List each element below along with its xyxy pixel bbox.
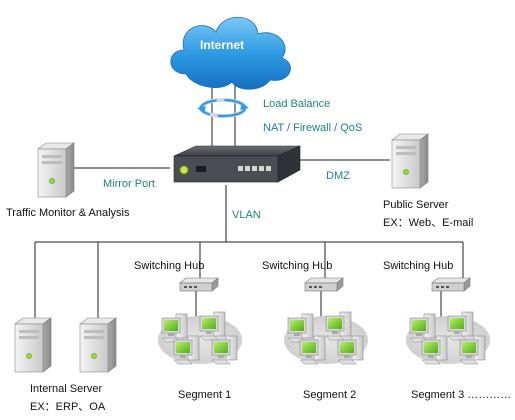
switching-hub-icon-2: [304, 277, 344, 292]
internal-server-title: Internal Server: [30, 383, 103, 395]
dmz-label: DMZ: [326, 170, 350, 182]
internet-cloud-icon: [170, 16, 291, 90]
connection-lines: [34, 82, 464, 320]
traffic-monitor-label: Traffic Monitor & Analysis: [6, 207, 130, 219]
switching-hub-label-3: Switching Hub: [383, 260, 454, 272]
load-balance-icon: [197, 98, 249, 118]
segment-1-workstations-icon: [158, 311, 242, 365]
switching-hub-icon-3: [431, 277, 471, 292]
segment-3-workstations-icon: [406, 311, 490, 365]
segment-3-label: Segment 3 …………: [411, 389, 512, 401]
segment-2-workstations-icon: [284, 311, 368, 365]
mirror-port-label: Mirror Port: [103, 178, 155, 190]
segment-1-label: Segment 1: [178, 389, 232, 401]
traffic-monitor-server-icon: [37, 142, 75, 198]
internal-server-icon-2: [79, 317, 117, 373]
vlan-label: VLAN: [232, 209, 261, 221]
switching-hub-icon-1: [179, 277, 219, 292]
internet-label: Internet: [200, 38, 245, 52]
internal-server-example: EX：ERP、OA: [30, 401, 106, 413]
public-server-title: Public Server: [383, 199, 449, 211]
public-server-icon: [391, 133, 429, 189]
router-appliance-icon: [173, 145, 301, 183]
switching-hub-label-2: Switching Hub: [262, 260, 333, 272]
segment-2-label: Segment 2: [303, 389, 357, 401]
nat-firewall-qos-label: NAT / Firewall / QoS: [263, 122, 363, 134]
internal-server-icon-1: [14, 317, 52, 373]
public-server-example: EX：Web、E-mail: [383, 217, 474, 229]
switching-hub-label-1: Switching Hub: [134, 260, 205, 272]
load-balance-label: Load Balance: [263, 98, 331, 110]
